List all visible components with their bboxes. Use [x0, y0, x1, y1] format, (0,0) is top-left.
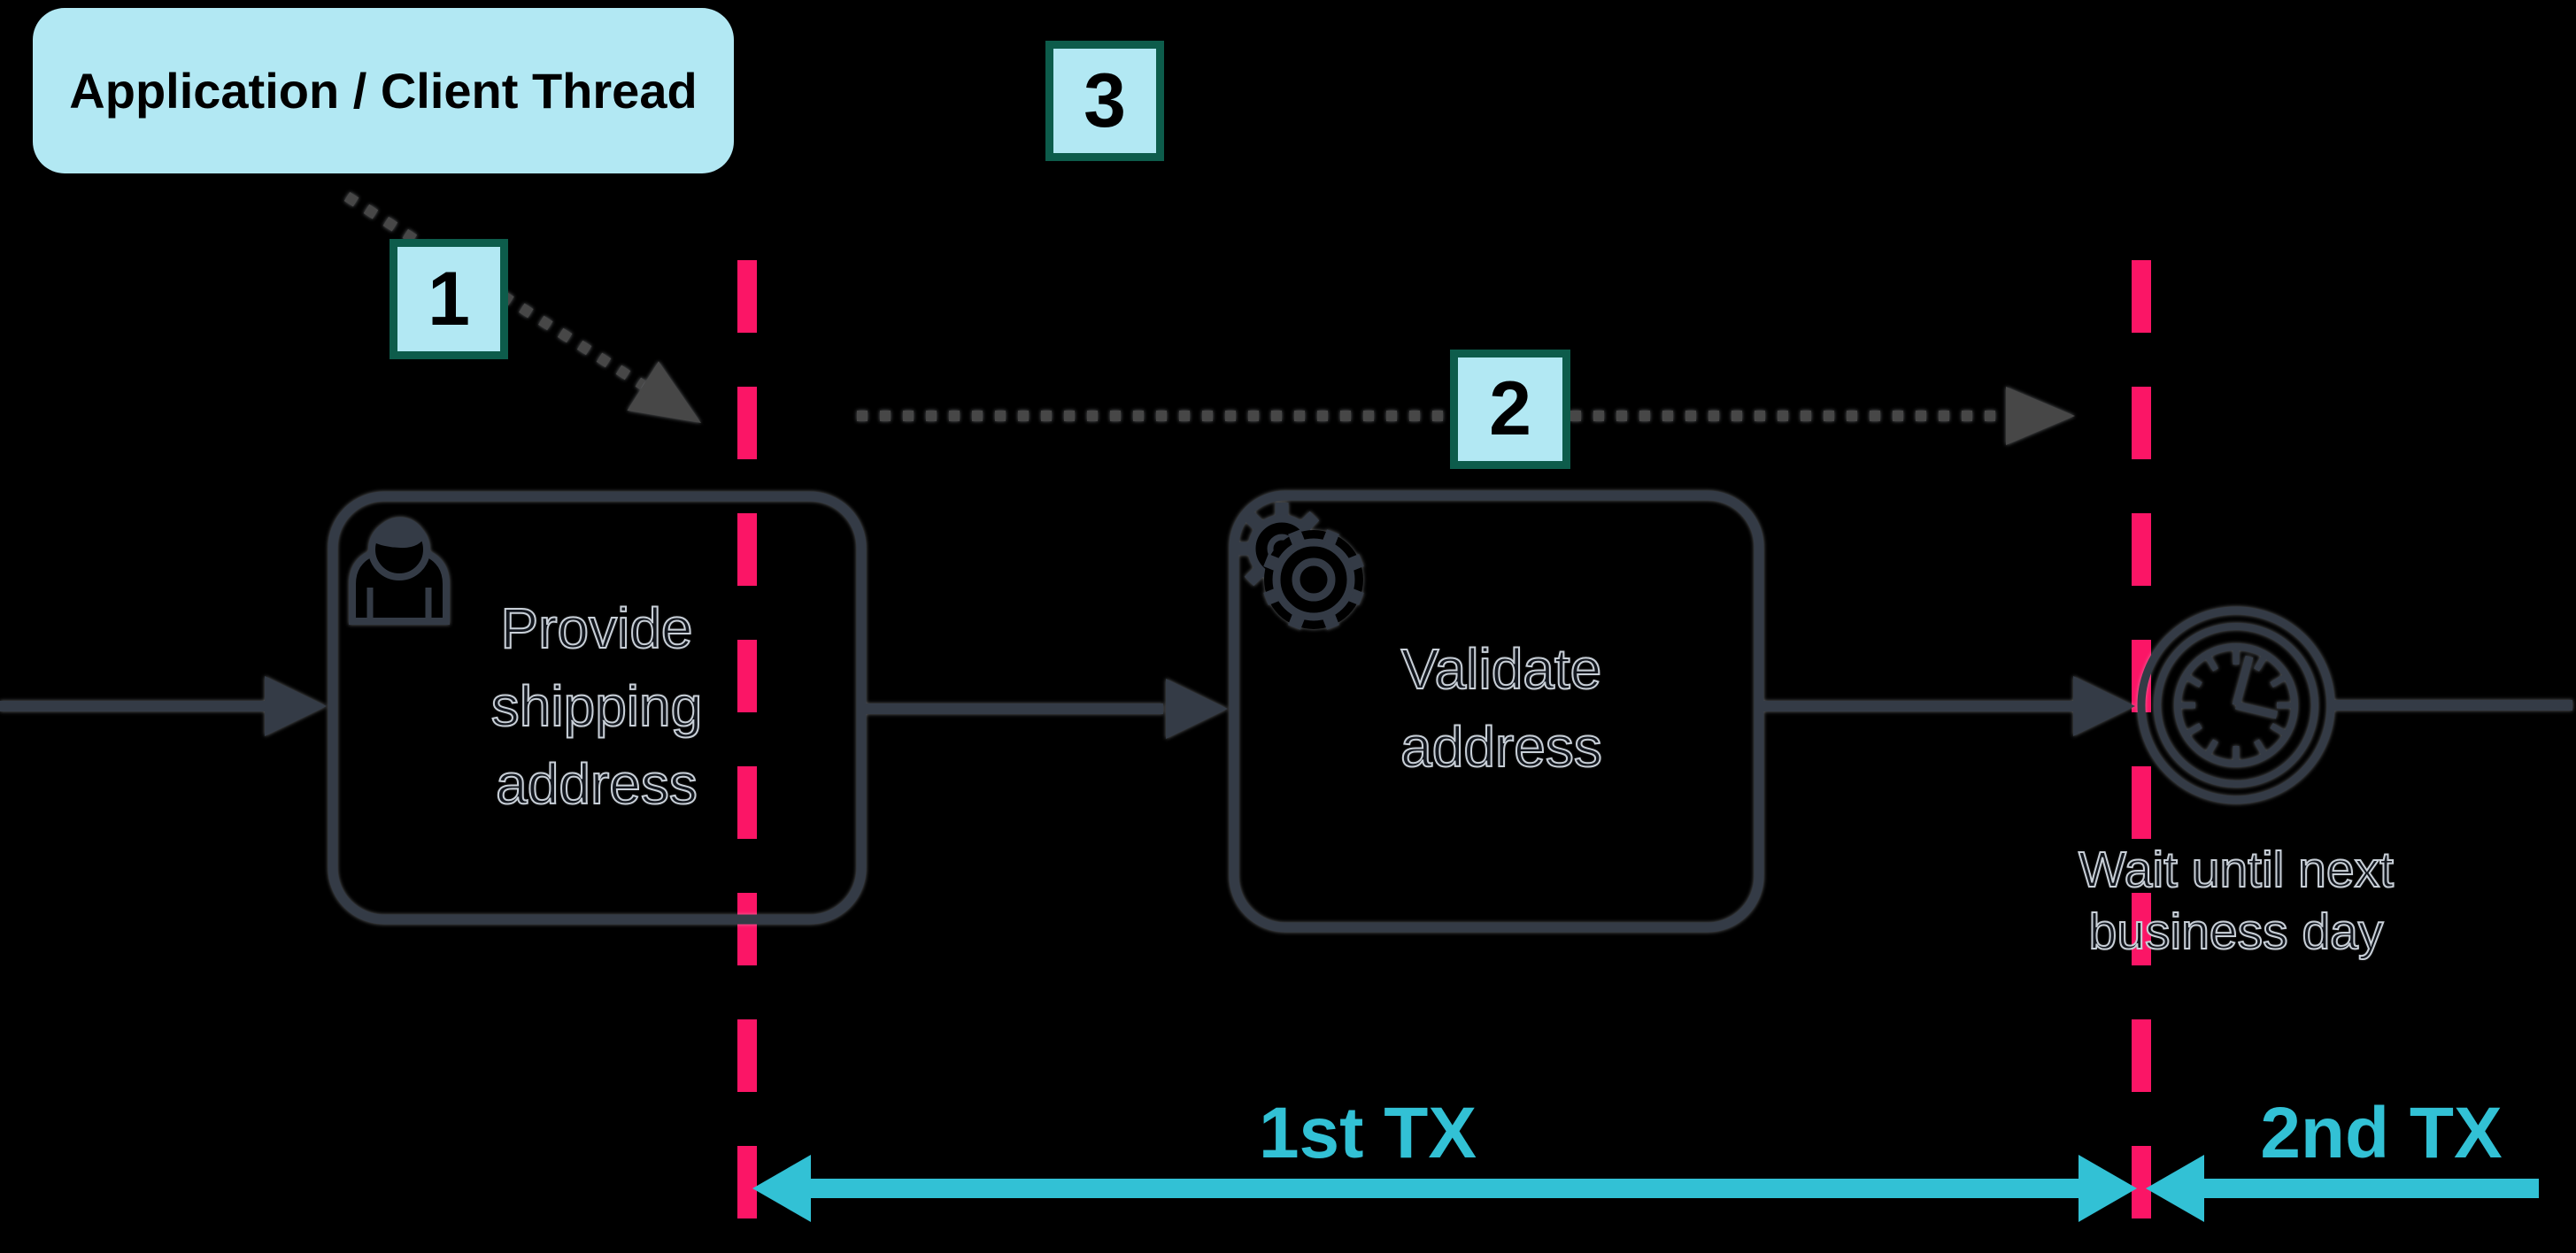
task-provide-shipping-address-label: Provide shipping address	[490, 596, 703, 817]
sequence-flow-to-timer-arrowhead	[2073, 676, 2135, 736]
step-badge-3-number: 3	[1084, 58, 1126, 143]
timer-event-label: Wait until next business day	[2078, 841, 2395, 961]
clock-icon	[2174, 643, 2298, 767]
step-badge-1: 1	[389, 239, 508, 359]
app-client-thread-label: Application / Client Thread	[33, 8, 734, 173]
task-validate-address-shape	[1229, 490, 1764, 933]
step-badge-2: 2	[1450, 350, 1570, 469]
timer-inner-circle	[2154, 623, 2318, 788]
thread-handoff-arrow-2	[857, 387, 2075, 445]
timer-event	[2137, 606, 2335, 804]
step-badge-2-number: 2	[1489, 366, 1531, 451]
step-badge-1-number: 1	[428, 256, 470, 342]
clock-minute-hand	[2232, 655, 2254, 707]
timer-outer-circle	[2137, 606, 2335, 804]
first-tx-label: 1st TX	[1258, 1093, 1477, 1173]
transaction-boundary-lines	[737, 260, 2151, 1253]
sequence-flow-in-arrowhead	[265, 676, 327, 736]
step-badge-3: 3	[1045, 41, 1164, 161]
tx-span-arrows	[752, 1155, 2539, 1222]
flow-graphics	[0, 191, 2572, 933]
user-icon	[349, 517, 450, 625]
second-tx-label: 2nd TX	[2260, 1093, 2503, 1173]
task-validate-address-label: Validate address	[1400, 636, 1603, 780]
thread-handoff-arrow-1	[343, 191, 701, 423]
second-tx-span-arrow	[2146, 1155, 2539, 1222]
clock-hour-hand	[2234, 701, 2279, 719]
gear-large	[1263, 529, 1364, 630]
sequence-flow-mid-arrowhead	[1166, 679, 1228, 739]
gear-icon	[1236, 503, 1364, 630]
first-tx-span-arrow	[752, 1155, 2137, 1222]
task-provide-shipping-address-shape	[328, 491, 867, 925]
